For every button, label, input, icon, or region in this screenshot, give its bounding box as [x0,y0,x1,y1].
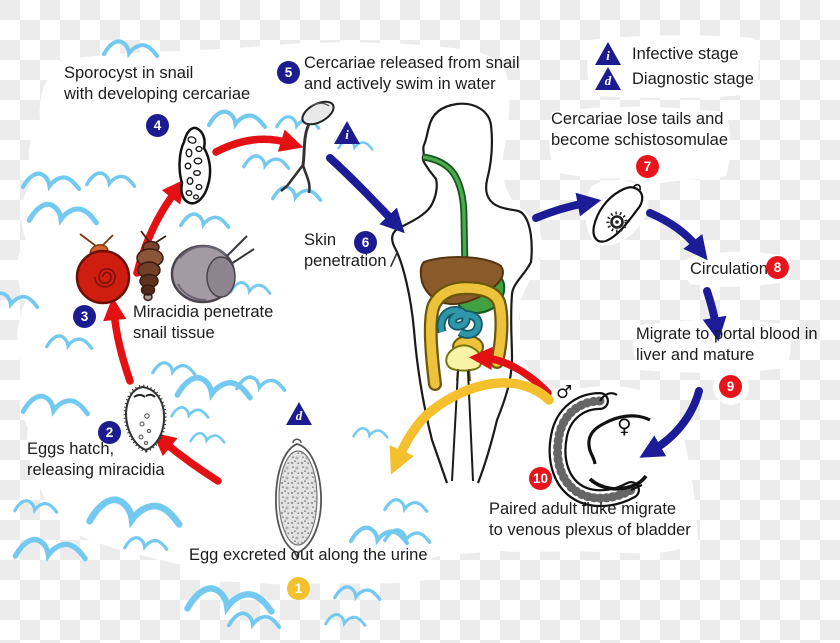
body-outline [391,102,533,484]
label-skin-penetration: Skin penetration [304,231,387,270]
arrow-skin-to-schistosomula [532,192,602,222]
legend-diagnostic-label: Diagnostic stage [632,70,754,88]
arrow-schistosomula-to-circulation [646,209,708,261]
red-ramshorn-snail [75,233,131,305]
arrow-sporocyst-to-cercaria [212,129,304,156]
gray-snail [170,235,255,304]
label-eggs-hatch: Eggs hatch, releasing miracidia [27,440,165,479]
arrow-fluke-to-bladder [468,346,552,397]
stage-1-marker: 1 [287,577,310,600]
label-cercariae-released: Cercariae released from snail and active… [304,54,520,93]
infective-symbol: i [606,48,610,63]
penetration-leader-line [390,252,398,267]
label-egg-excreted: Egg excreted out along the urine [189,546,428,564]
cercaria [280,100,335,194]
human-body [391,102,533,484]
arrow-cercaria-to-skin [326,154,405,234]
stage-6-marker: 6 [354,231,377,254]
arrow-miracidium-to-snail [103,296,134,385]
arrow-liver-to-fluke [639,387,703,458]
legend-infective-label: Infective stage [632,45,739,63]
stage-9-marker: 9 [719,375,742,398]
diagnostic-symbol: d [604,73,612,88]
infective-symbol: i [345,127,349,142]
male-symbol: ♂ [556,382,573,403]
egg-with-terminal-spine [275,438,322,560]
arrow-circulation-to-liver [702,287,727,342]
stage-7-marker: 7 [636,155,659,178]
label-sporocyst: Sporocyst in snail with developing cerca… [64,64,251,103]
stage-2-marker: 2 [98,421,121,444]
label-miracidia-penetrate: Miracidia penetrate snail tissue [133,303,274,342]
miracidium [123,384,167,453]
stage-8-marker: 8 [766,256,789,279]
stage-3-marker: 3 [73,305,96,328]
esophagus [422,153,469,273]
brown-turret-snail [136,230,167,302]
schistosomula [592,184,644,243]
label-paired-fluke: Paired adult fluke migrate to venous ple… [489,500,691,539]
stage-4-marker: 4 [146,114,169,137]
female-symbol: ♀ [617,414,632,438]
stage-5-marker: 5 [277,61,300,84]
label-lose-tails: Cercariae lose tails and become schistos… [551,110,729,149]
small-intestine [436,306,483,339]
paired-adult-flukes [548,392,651,508]
label-migrate: Migrate to portal blood in liver and mat… [636,325,818,364]
stage-10-marker: 10 [529,467,552,490]
arrow-egg-to-miracidium [152,432,222,485]
sporocyst [178,126,212,205]
arrow-urine-to-egg [389,378,554,475]
label-circulation: Circulation [690,260,768,278]
diagnostic-symbol: d [295,408,303,423]
